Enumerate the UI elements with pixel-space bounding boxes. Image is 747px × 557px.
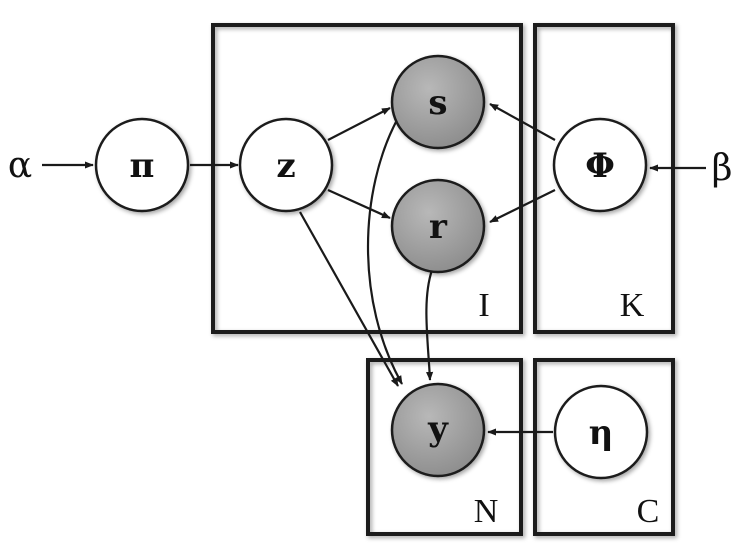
beta-label: β (712, 148, 733, 189)
node-eta: η (553, 384, 649, 480)
node-r: r (390, 178, 486, 274)
node-s: s (390, 54, 486, 150)
node-phi-label: Φ (585, 146, 615, 186)
edge-phi-r (489, 189, 556, 223)
node-r-label: r (429, 207, 448, 247)
plate-K (533, 23, 675, 334)
alpha-label: α (8, 145, 32, 186)
edge-z-s (327, 107, 391, 141)
edge-z-r (327, 188, 391, 220)
plate-C-label: C (637, 493, 660, 530)
edge-s-y (367, 119, 403, 385)
plate-I-label: I (478, 287, 489, 324)
node-pi-label: π (130, 146, 155, 186)
node-z: z (238, 117, 334, 213)
plate-N-label: N (474, 493, 499, 530)
plate-N (366, 358, 523, 536)
plate-K-label: K (620, 287, 645, 324)
edge-phi-s (489, 103, 556, 141)
node-s-label: s (428, 83, 447, 123)
node-y: y (390, 382, 486, 478)
edge-r-y (425, 269, 434, 381)
node-y-label: y (427, 409, 449, 449)
node-z-label: z (276, 146, 295, 186)
plate-C (533, 358, 675, 536)
node-phi: Φ (552, 117, 648, 213)
edge-z-y (299, 211, 399, 387)
node-pi: π (94, 117, 190, 213)
node-eta-label: η (589, 413, 614, 453)
